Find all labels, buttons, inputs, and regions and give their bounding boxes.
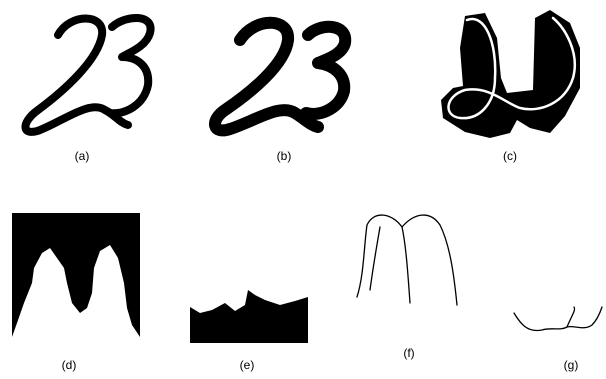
handwritten-23-image [10, 5, 170, 140]
thickened-23-image [200, 5, 360, 140]
caption-b: (b) [264, 149, 304, 163]
caption-f: (f) [389, 346, 429, 360]
caption-g: (g) [551, 358, 591, 372]
caption-d: (d) [49, 358, 89, 372]
thin-contour-image [352, 205, 462, 315]
top-profile-image [12, 213, 140, 337]
panel-g-bottom-contours [512, 305, 604, 350]
caption-a: (a) [62, 149, 102, 163]
panel-b-thick-digits [200, 5, 360, 140]
panel-c-filled-silhouette [435, 8, 595, 138]
caption-c: (c) [490, 149, 530, 163]
bottom-profile-image [190, 285, 308, 343]
panel-e-bottom-profile [190, 285, 308, 343]
panel-f-thin-contours [352, 205, 462, 315]
bottom-contour-image [512, 305, 604, 350]
panel-d-top-profile [12, 213, 140, 337]
panel-a-handwritten-digits [10, 5, 170, 140]
silhouette-with-skeleton-image [435, 8, 595, 138]
caption-e: (e) [227, 358, 267, 372]
